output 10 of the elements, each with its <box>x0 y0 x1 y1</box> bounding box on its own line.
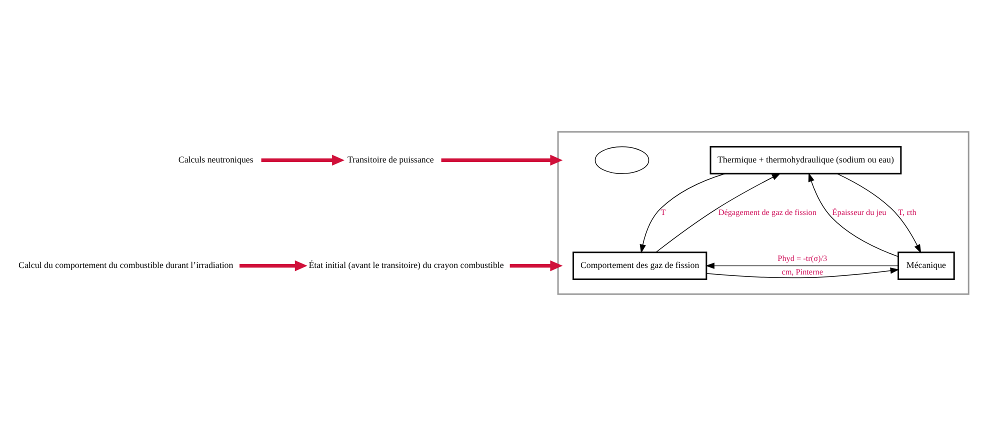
edge-label: T <box>660 208 666 218</box>
node-text: Calculs neutroniques <box>178 154 254 164</box>
node-text: Calcul du comportement du combustible durant l’irradiation <box>18 260 234 270</box>
node-text: Transitoire de puissance <box>348 154 434 164</box>
edge-label: Dégagement de gaz de fission <box>718 208 816 218</box>
edge-label: Phyd = -tr(σ)/3 <box>778 254 828 264</box>
node-text: État initial (avant le transitoire) du crayon combustible <box>308 260 504 270</box>
edge-label: Épaisseur du jeu <box>832 208 886 218</box>
edge-label: T, εth <box>898 208 916 218</box>
edge-label: cm, Pinterne <box>782 268 824 277</box>
